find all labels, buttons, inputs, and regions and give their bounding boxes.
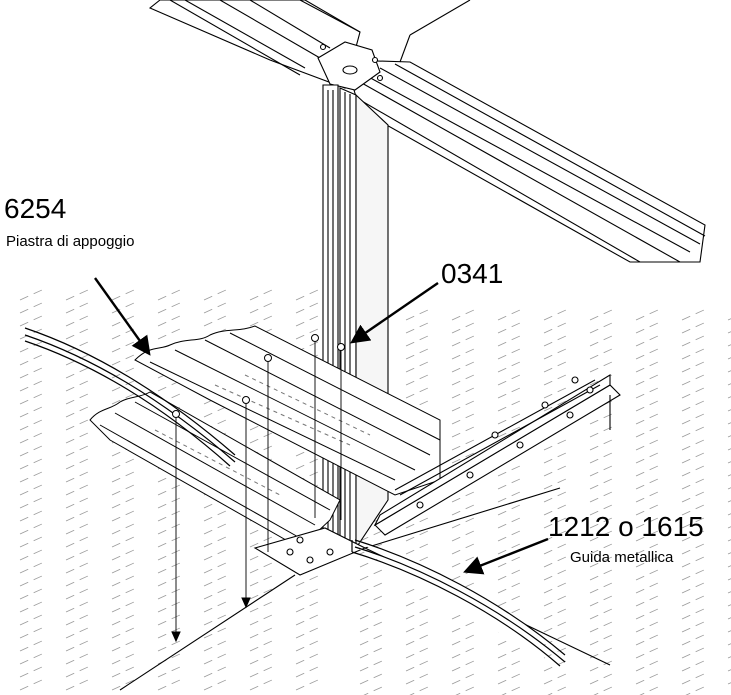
top-connector-bracket — [317, 41, 384, 91]
support-plate-front — [89, 391, 341, 549]
callout-6254-code: 6254 — [4, 193, 67, 224]
callout-6254-description: Piastra di appoggio — [6, 233, 135, 250]
screw-icon — [171, 334, 345, 643]
metal-guide-rail — [351, 539, 566, 667]
callout-1212-code: 1212 o 1615 — [548, 511, 704, 542]
side-frame — [373, 374, 621, 536]
callout-0341-code: 0341 — [441, 258, 504, 289]
arrow-icon — [94, 277, 549, 575]
support-plate-back — [134, 325, 441, 496]
callout-1212-description: Guida metallica — [570, 549, 674, 566]
top-gutter-beam — [148, 0, 706, 263]
left-curved-rail — [24, 327, 236, 467]
